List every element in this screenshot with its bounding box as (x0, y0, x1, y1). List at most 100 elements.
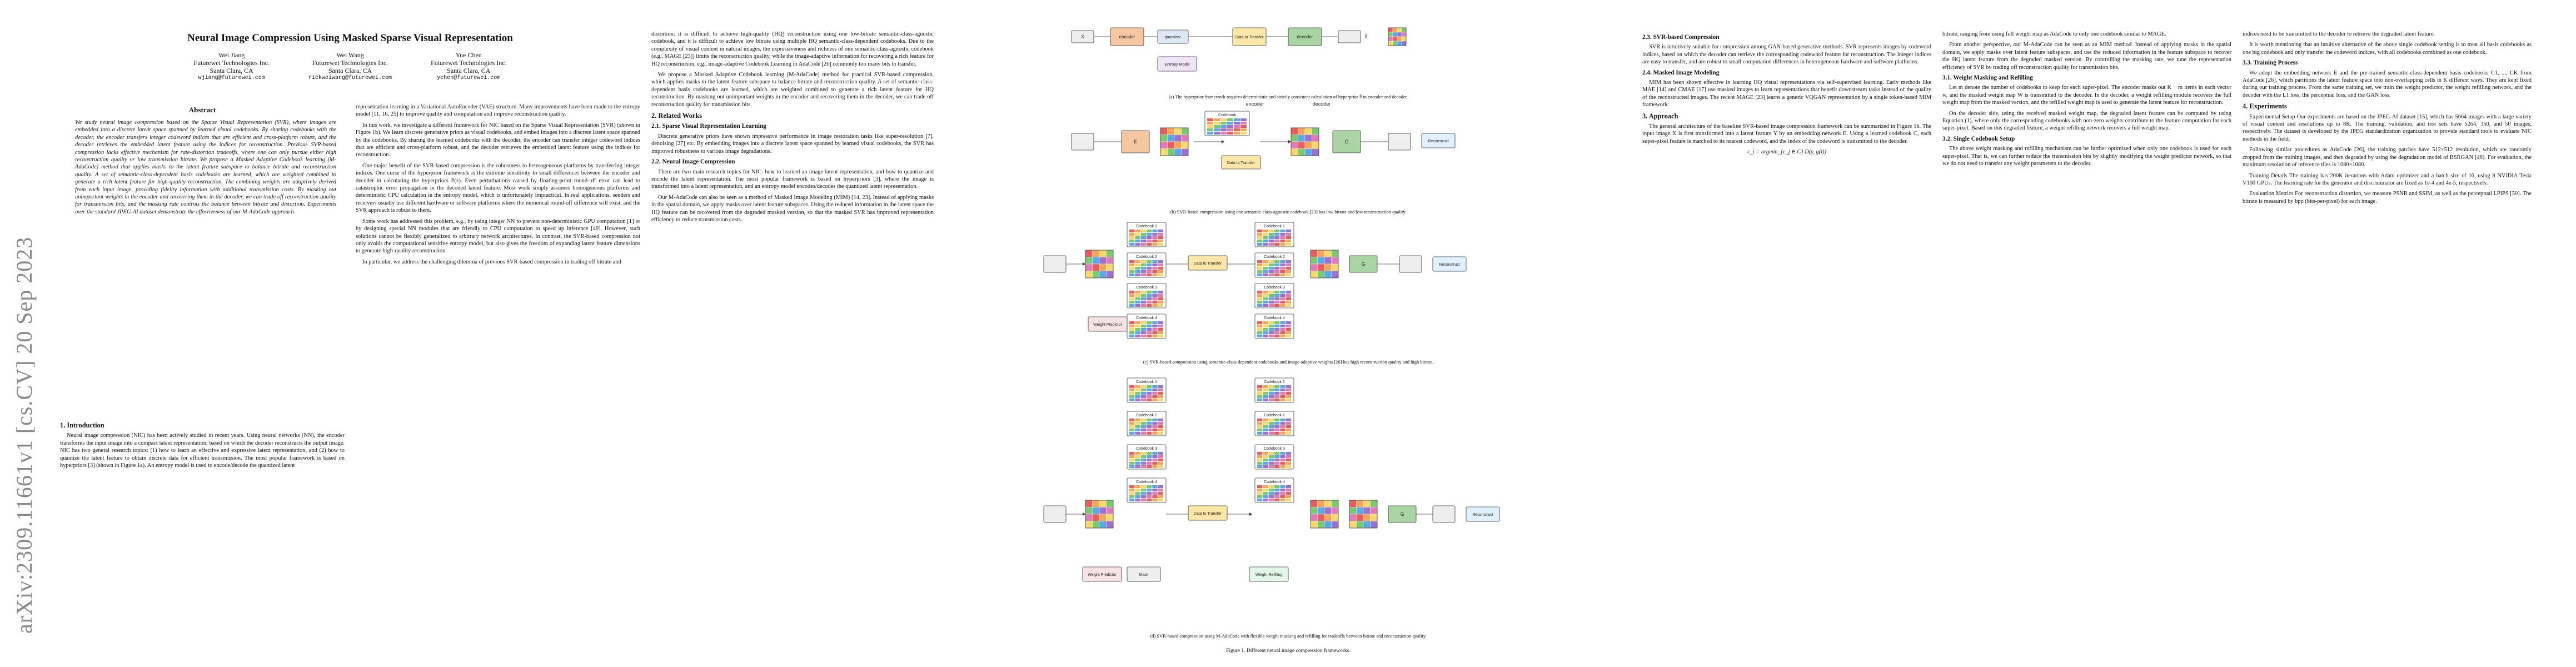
codebook-d-3-cell (1152, 499, 1158, 501)
latent-cube-a (1397, 41, 1402, 46)
codebook-d-0-cell (1140, 389, 1146, 391)
latent-cube-c (1106, 257, 1114, 265)
codebook-dec-d-0-cell (1263, 399, 1268, 401)
latent-cube-d (1106, 500, 1114, 507)
codebook-dec-d-1-cell (1263, 422, 1268, 425)
paragraph: We adopt the embedding network E and the… (2243, 69, 2532, 98)
degraded-cube-d (1331, 507, 1339, 515)
latent-cube-d (1099, 500, 1107, 507)
decoded-cube-b (1312, 141, 1319, 149)
codebook-dec-c-2-cell (1274, 301, 1280, 303)
latent-cube-c (1092, 250, 1100, 257)
codebook-dec-d-3-cell (1257, 485, 1263, 488)
codebook-d-1-cell (1152, 422, 1158, 425)
degraded-cube-d (1324, 507, 1332, 515)
decoded-cube-c (1310, 257, 1318, 265)
codebook-dec-d-1-cell (1274, 432, 1280, 435)
codebook-c-3-cell (1152, 331, 1158, 334)
codebook-dec-d-2-cell (1268, 459, 1274, 461)
latent-cube-d (1092, 514, 1100, 521)
codebook-c-2-cell (1147, 291, 1152, 293)
author-email[interactable]: rickweiwang@futurewei.com (308, 75, 392, 81)
codebook-dec-d-1-cell (1285, 419, 1291, 421)
codebook-dec-c-3-cell (1280, 331, 1285, 334)
codebook-dec-d-1-cell (1280, 432, 1285, 435)
latent-cube-b (1174, 148, 1182, 156)
codebook-dec-c-2-cell (1285, 297, 1291, 300)
codebook-dec-c-3-cell (1274, 321, 1280, 324)
codebook-c-2-cell (1147, 304, 1152, 307)
codebook-d-0-cell (1129, 392, 1135, 395)
codebook-b-cell (1234, 128, 1240, 131)
codebook-dec-d-3-cell (1263, 495, 1268, 498)
codebook-dec-c-0-cell (1257, 243, 1263, 246)
codebook-dec-c-3-cell (1274, 328, 1280, 331)
transfer-label-b: Data to Transfer (1227, 161, 1255, 165)
author-email[interactable]: wjiang@futurewei.com (198, 75, 265, 81)
codebook-d-0-cell (1129, 389, 1135, 391)
column-6: bitrate, ranging from using full weight … (1942, 31, 2231, 171)
codebook-dec-c-3-cell (1274, 325, 1280, 327)
codebook-dec-c-0-cell (1263, 233, 1268, 236)
codebook-d-0-cell (1140, 395, 1146, 398)
codebook-dec-c-1-cell (1274, 270, 1280, 273)
latent-cube-c-outline (1085, 250, 1114, 278)
codebook-dec-c-0-cell (1285, 236, 1291, 239)
codebook-d-2-cell (1135, 462, 1140, 465)
codebook-dec-c-2-cell (1280, 301, 1285, 303)
gen-label-c: G (1361, 261, 1365, 267)
codebook-c-1-cell (1140, 270, 1146, 273)
codebook-dec-d-2-cell (1263, 462, 1268, 465)
codebook-d-0-cell (1135, 399, 1140, 401)
mask-d (1127, 566, 1161, 582)
codebook-d-2-cell (1129, 465, 1135, 468)
latent-cube-c (1085, 250, 1093, 257)
codebook-dec-c-2-cell (1268, 297, 1274, 300)
refilled-cube-d (1370, 500, 1378, 507)
codebook-b-cell (1234, 132, 1240, 135)
codebook-d-0-cell (1140, 392, 1146, 395)
codebook-dec-d-2-cell (1263, 465, 1268, 468)
author-email[interactable]: ychen@futurewei.com (437, 75, 501, 81)
codebook-dec-d-1-cell (1257, 422, 1263, 425)
codebook-c-0-cell (1158, 233, 1163, 236)
codebook-d-0-cell (1135, 389, 1140, 391)
codebook-dec-c-0-cell (1280, 243, 1285, 246)
latent-cube-d (1099, 514, 1107, 521)
figure-caption: Figure 1. Different neural image compres… (1226, 648, 1351, 654)
latent-cube-c (1099, 257, 1107, 265)
refilled-cube-d (1363, 514, 1371, 521)
input-image-d (1043, 505, 1067, 523)
codebook-dec-c-0-cell (1268, 233, 1274, 236)
codebook-c-2-cell (1129, 291, 1135, 293)
codebook-c-0-cell (1135, 243, 1140, 246)
latent-cube-a (1397, 32, 1402, 37)
codebook-b-label: Codebook (1218, 113, 1236, 117)
decoded-cube-c (1310, 271, 1318, 278)
codebook-b-cell (1240, 122, 1247, 125)
latent-cube-a (1401, 27, 1407, 33)
codebook-dec-c-3-cell (1263, 321, 1268, 324)
codebook-d-3-cell (1158, 499, 1163, 501)
codebook-dec-d-3-cell (1268, 495, 1274, 498)
decoded-cube-b (1291, 148, 1298, 156)
codebook-dec-d-2-cell (1257, 455, 1263, 458)
codebook-dec-c-1-cell (1274, 273, 1280, 276)
codebook-b-cell (1207, 118, 1213, 121)
codebook-c-2-cell (1140, 294, 1146, 297)
codebook-d-2-cell (1147, 465, 1152, 468)
latent-cube-a (1392, 41, 1398, 46)
codebook-d-3-cell (1158, 485, 1163, 488)
codebook-b-cell (1220, 125, 1227, 128)
codebook-d-2-cell (1152, 462, 1158, 465)
decoded-cube-b (1298, 127, 1306, 135)
codebook-dec-d-1-cell (1280, 419, 1285, 421)
codebook-d-1-cell (1140, 429, 1146, 431)
codebook-c-1-cell (1158, 260, 1163, 263)
latent-cube-c (1092, 263, 1100, 271)
codebook-c-3-cell (1147, 321, 1152, 324)
degraded-cube-d (1310, 500, 1318, 507)
codebook-dec-d-0-cell (1263, 395, 1268, 398)
paragraph: MIM has been shown effective in learning… (1642, 79, 1931, 108)
paragraph: bitrate, ranging from using full weight … (1942, 31, 2166, 37)
